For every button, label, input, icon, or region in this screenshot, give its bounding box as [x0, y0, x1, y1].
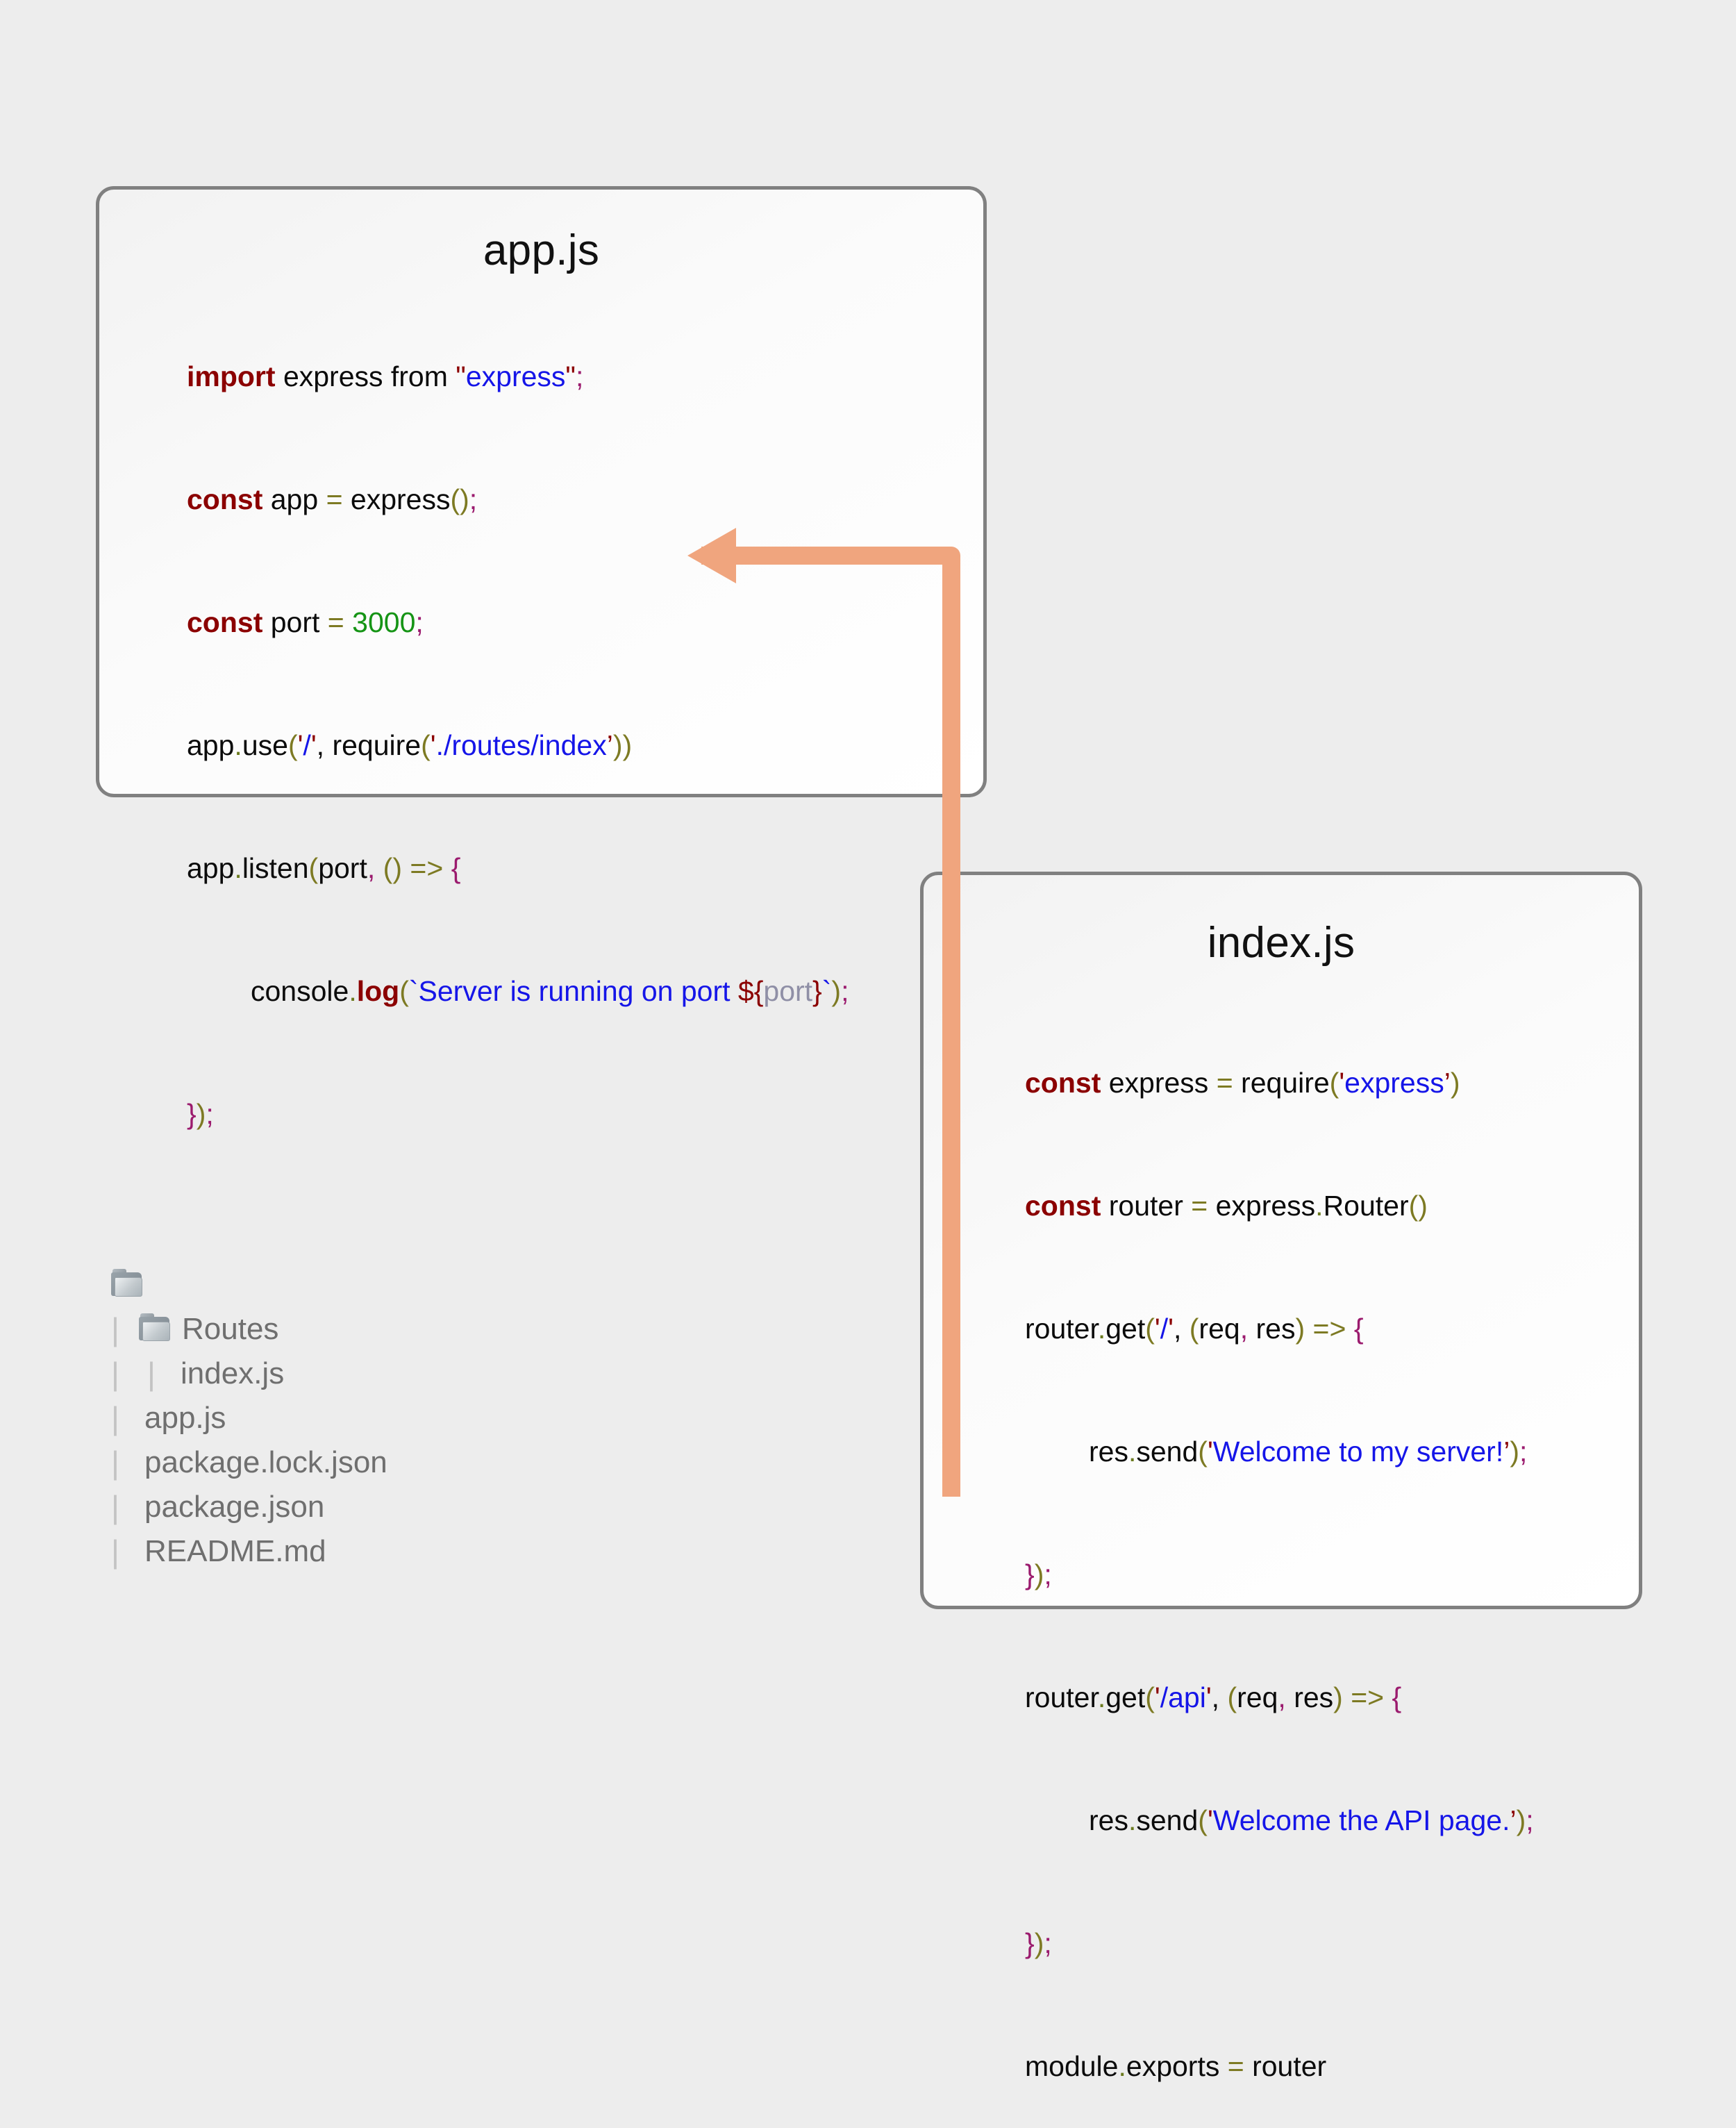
tree-item-index-js[interactable]: | | index.js [111, 1352, 387, 1396]
code-blank-line [1025, 1595, 1639, 1636]
file-tree: | Routes | | index.js | app.js | package… [111, 1263, 387, 1574]
code-line-router-get-api: router.get('/api', (req, res) => { [1025, 1681, 1402, 1713]
tree-item-root[interactable] [111, 1263, 387, 1307]
code-line-close-get-root: }); [1025, 1558, 1052, 1590]
panel-title-index-js: index.js [1207, 919, 1355, 967]
tree-guide: | [111, 1445, 119, 1481]
tree-guide: | [111, 1400, 119, 1436]
code-blank-line [187, 643, 983, 684]
folder-icon [139, 1313, 171, 1342]
tree-guide: | [147, 1356, 156, 1392]
code-line-import: import express from "express"; [187, 360, 584, 392]
code-line-const-router: const router = express.Router() [1025, 1190, 1428, 1222]
code-line-const-port: const port = 3000; [187, 606, 424, 638]
code-line-console-log: console.log(`Server is running on port $… [251, 975, 849, 1007]
code-line-app-listen: app.listen(port, () => { [187, 852, 461, 884]
code-line-close-get-api: }); [1025, 1927, 1052, 1959]
tree-item-label: Routes [182, 1312, 279, 1346]
panel-title-app-js: app.js [483, 226, 600, 274]
code-line-close-listen: }); [187, 1098, 214, 1130]
tree-item-routes[interactable]: | Routes [111, 1307, 387, 1352]
code-line-res-send-api: res.send('Welcome the API page.’); [1089, 1804, 1534, 1836]
tree-item-app-js[interactable]: | app.js [111, 1396, 387, 1440]
code-panel-app-js: app.js import express from "express"; co… [96, 186, 987, 1130]
code-block-app-js: import express from "express"; const app… [187, 315, 983, 1176]
tree-item-label: README.md [144, 1534, 326, 1568]
code-line-module-exports: module.exports = router [1025, 2050, 1327, 2082]
tree-item-label: package.json [144, 1490, 325, 1524]
tree-guide: | [111, 1311, 119, 1347]
code-line-app-use: app.use('/', require('./routes/index’)) [187, 729, 633, 761]
diagram-canvas: app.js import express from "express"; co… [96, 186, 1642, 2082]
tree-item-readme-md[interactable]: | README.md [111, 1529, 387, 1574]
tree-item-label: package.lock.json [144, 1445, 387, 1479]
code-blank-line [187, 397, 983, 438]
tree-item-label: app.js [144, 1401, 226, 1435]
tree-item-package-json[interactable]: | package.json [111, 1485, 387, 1529]
code-block-index-js: const express = require('express’) const… [1025, 1022, 1639, 2128]
code-blank-line [1025, 1964, 1639, 2005]
tree-item-package-lock-json[interactable]: | package.lock.json [111, 1440, 387, 1485]
code-panel-index-js: index.js const express = require('expres… [920, 872, 1642, 2082]
folder-icon [111, 1269, 143, 1297]
tree-guide: | [111, 1489, 119, 1525]
tree-item-label: index.js [181, 1356, 285, 1390]
code-line-router-get-root: router.get('/', (req, res) => { [1025, 1313, 1364, 1345]
code-blank-line [1025, 1227, 1639, 1267]
tree-guide: | [111, 1533, 119, 1570]
code-blank-line [187, 766, 983, 807]
code-line-const-app: const app = express(); [187, 483, 478, 515]
tree-guide: | [111, 1356, 119, 1392]
code-line-const-express: const express = require('express’) [1025, 1067, 1460, 1099]
code-line-res-send-root: res.send('Welcome to my server!’); [1089, 1436, 1528, 1468]
